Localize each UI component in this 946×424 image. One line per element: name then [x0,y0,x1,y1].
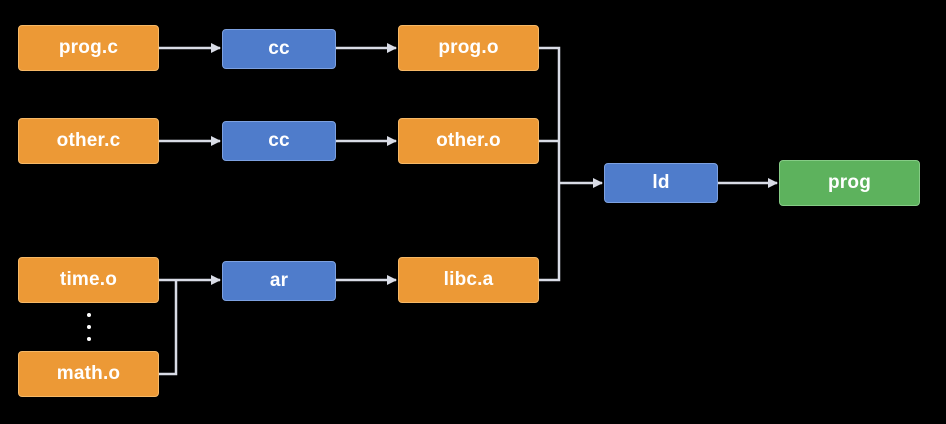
edge-math-o-to-ar [159,280,178,376]
node-label: cc [268,38,290,59]
node-label: math.o [56,363,121,384]
node-libc-a: libc.a [398,257,539,303]
node-cc-prog: cc [222,29,336,69]
node-other-c: other.c [18,118,159,164]
node-prog-output: prog [779,160,920,206]
node-label: libc.a [443,269,494,290]
node-prog-o: prog.o [398,25,539,71]
node-label: prog.o [438,37,499,58]
ellipsis-dot [87,313,91,317]
node-ar: ar [222,261,336,301]
ellipsis-dot [87,337,91,341]
node-label: prog [827,172,871,193]
node-cc-other: cc [222,121,336,161]
node-math-o: math.o [18,351,159,397]
node-prog-c: prog.c [18,25,159,71]
edge-prog-o-to-ld [539,46,561,282]
ellipsis-dot [87,325,91,329]
node-label: other.o [436,130,501,151]
node-label: ar [269,270,289,291]
node-label: cc [268,130,290,151]
node-label: time.o [59,269,118,290]
node-label: prog.c [58,37,119,58]
node-time-o: time.o [18,257,159,303]
node-ld: ld [604,163,718,203]
node-label: other.c [56,130,121,151]
node-other-o: other.o [398,118,539,164]
node-label: ld [652,172,670,193]
